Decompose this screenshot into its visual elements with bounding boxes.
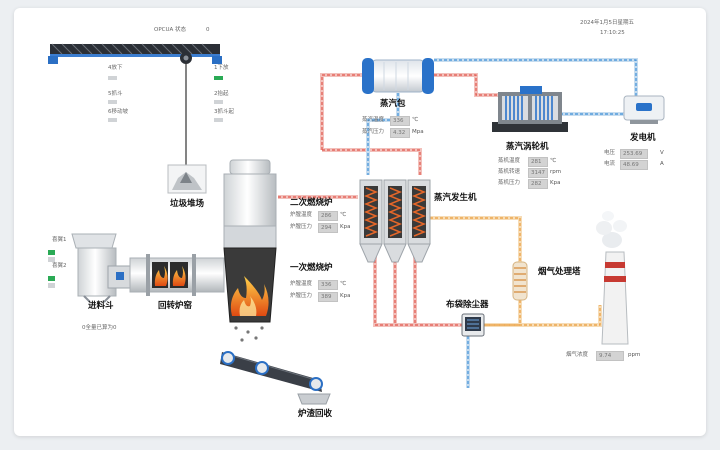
door-2-label: 喜翼2 <box>52 263 67 269</box>
crane-indicator-2 <box>214 100 223 104</box>
crane-indicator-4 <box>108 76 117 80</box>
primary-press-value: 389 <box>318 292 338 302</box>
crane-indicator-6 <box>108 118 117 122</box>
chimney-value: 9.74 <box>596 351 624 361</box>
crane-indicator-3 <box>214 118 223 122</box>
chimney <box>596 211 629 345</box>
primary-furnace-label: 一次燃烧炉 <box>290 263 333 273</box>
secondary-furnace-label: 二次燃烧炉 <box>290 198 333 208</box>
grab-crane[interactable] <box>48 43 222 168</box>
bag-filter <box>461 313 485 337</box>
turbine-speed-label: 蒸机转速 <box>498 169 521 175</box>
secondary-press-value: 294 <box>318 223 338 233</box>
secondary-temp-value: 286 <box>318 211 338 221</box>
header-time: 17:10:25 <box>600 30 625 36</box>
steam-drum-label: 蒸汽包 <box>380 99 406 109</box>
crane-indicator-5 <box>108 100 117 104</box>
drum-temp-label: 蒸汽温度 <box>362 117 385 123</box>
turbine-speed-unit: rpm <box>550 169 562 175</box>
garbage-pile-label: 垃圾堆场 <box>170 199 205 209</box>
drum-temp-unit: ℃ <box>412 117 419 123</box>
steam-generator <box>359 179 431 263</box>
door-1-indicator <box>48 250 55 255</box>
flue-gas-tower <box>512 261 528 301</box>
opcua-value: 0 <box>206 27 210 33</box>
crane-status-3: 3抓斗起 <box>214 109 234 115</box>
primary-press-unit: Kpa <box>340 293 351 299</box>
hopper-label: 进料斗 <box>88 301 114 311</box>
rotary-kiln <box>129 254 225 296</box>
opcua-label: OPCUA 状态 <box>154 27 187 33</box>
gen-cur-value: 48.69 <box>620 160 648 170</box>
turbine-press-unit: Kpa <box>550 180 561 186</box>
primary-press-label: 炉膛压力 <box>290 293 313 299</box>
door-1-label: 喜翼1 <box>52 237 67 243</box>
crane-status-2: 2抬起 <box>214 91 229 97</box>
slag-label: 炉渣回收 <box>298 409 333 419</box>
secondary-press-label: 炉膛压力 <box>290 224 313 230</box>
hopper <box>71 233 131 303</box>
secondary-temp-unit: ℃ <box>340 212 347 218</box>
generator-label: 发电机 <box>630 133 656 143</box>
gen-volt-unit: V <box>660 150 664 156</box>
secondary-temp-label: 炉膛温度 <box>290 212 313 218</box>
primary-temp-value: 336 <box>318 280 338 290</box>
drum-press-unit: Mpa <box>412 129 424 135</box>
door-2-indicator <box>48 276 55 281</box>
drum-press-value: 4.32 <box>390 128 410 138</box>
slag-conveyor <box>220 351 331 405</box>
steam-generator-label: 蒸汽发生机 <box>434 193 477 203</box>
header-date: 2024年1月5日星期五 <box>580 20 634 26</box>
pipe-network <box>278 58 638 388</box>
turbine-temp-label: 蒸机温度 <box>498 158 521 164</box>
bag-filter-label: 布袋除尘器 <box>446 300 489 310</box>
primary-temp-label: 炉膛温度 <box>290 281 313 287</box>
crane-status-1: 1下放 <box>214 65 229 71</box>
gen-cur-unit: A <box>660 161 664 167</box>
gen-volt-value: 253.69 <box>620 149 648 159</box>
garbage-pile <box>167 164 207 194</box>
crane-status-4: 4放下 <box>108 65 123 71</box>
primary-temp-unit: ℃ <box>340 281 347 287</box>
turbine-speed-value: 3147 <box>528 168 548 178</box>
generator <box>623 95 665 124</box>
turbine-temp-value: 281 <box>528 157 548 167</box>
crane-indicator-1 <box>214 76 223 80</box>
turbine-temp-unit: ℃ <box>550 158 557 164</box>
crane-status-6: 6移动坡 <box>108 109 128 115</box>
incinerator <box>223 159 277 342</box>
steam-turbine <box>492 86 568 132</box>
turbine-press-value: 282 <box>528 179 548 189</box>
chimney-label: 烟气浓度 <box>566 352 589 358</box>
hopper-status: 0全量已算为0 <box>82 325 117 331</box>
flue-gas-label: 烟气处理塔 <box>538 267 581 277</box>
gen-cur-label: 电流 <box>604 161 616 167</box>
turbine-label: 蒸汽涡轮机 <box>506 142 549 152</box>
door-2-indicator-off <box>48 283 55 288</box>
crane-status-5: 5抓斗 <box>108 91 123 97</box>
gen-volt-label: 电压 <box>604 150 616 156</box>
drum-press-label: 蒸汽压力 <box>362 129 385 135</box>
chimney-unit: ppm <box>628 352 641 358</box>
turbine-press-label: 蒸机压力 <box>498 180 521 186</box>
drum-temp-value: 336 <box>390 116 410 126</box>
rotary-kiln-label: 回转炉窑 <box>158 301 193 311</box>
door-1-indicator-off <box>48 257 55 262</box>
secondary-press-unit: Kpa <box>340 224 351 230</box>
steam-drum <box>362 58 434 94</box>
